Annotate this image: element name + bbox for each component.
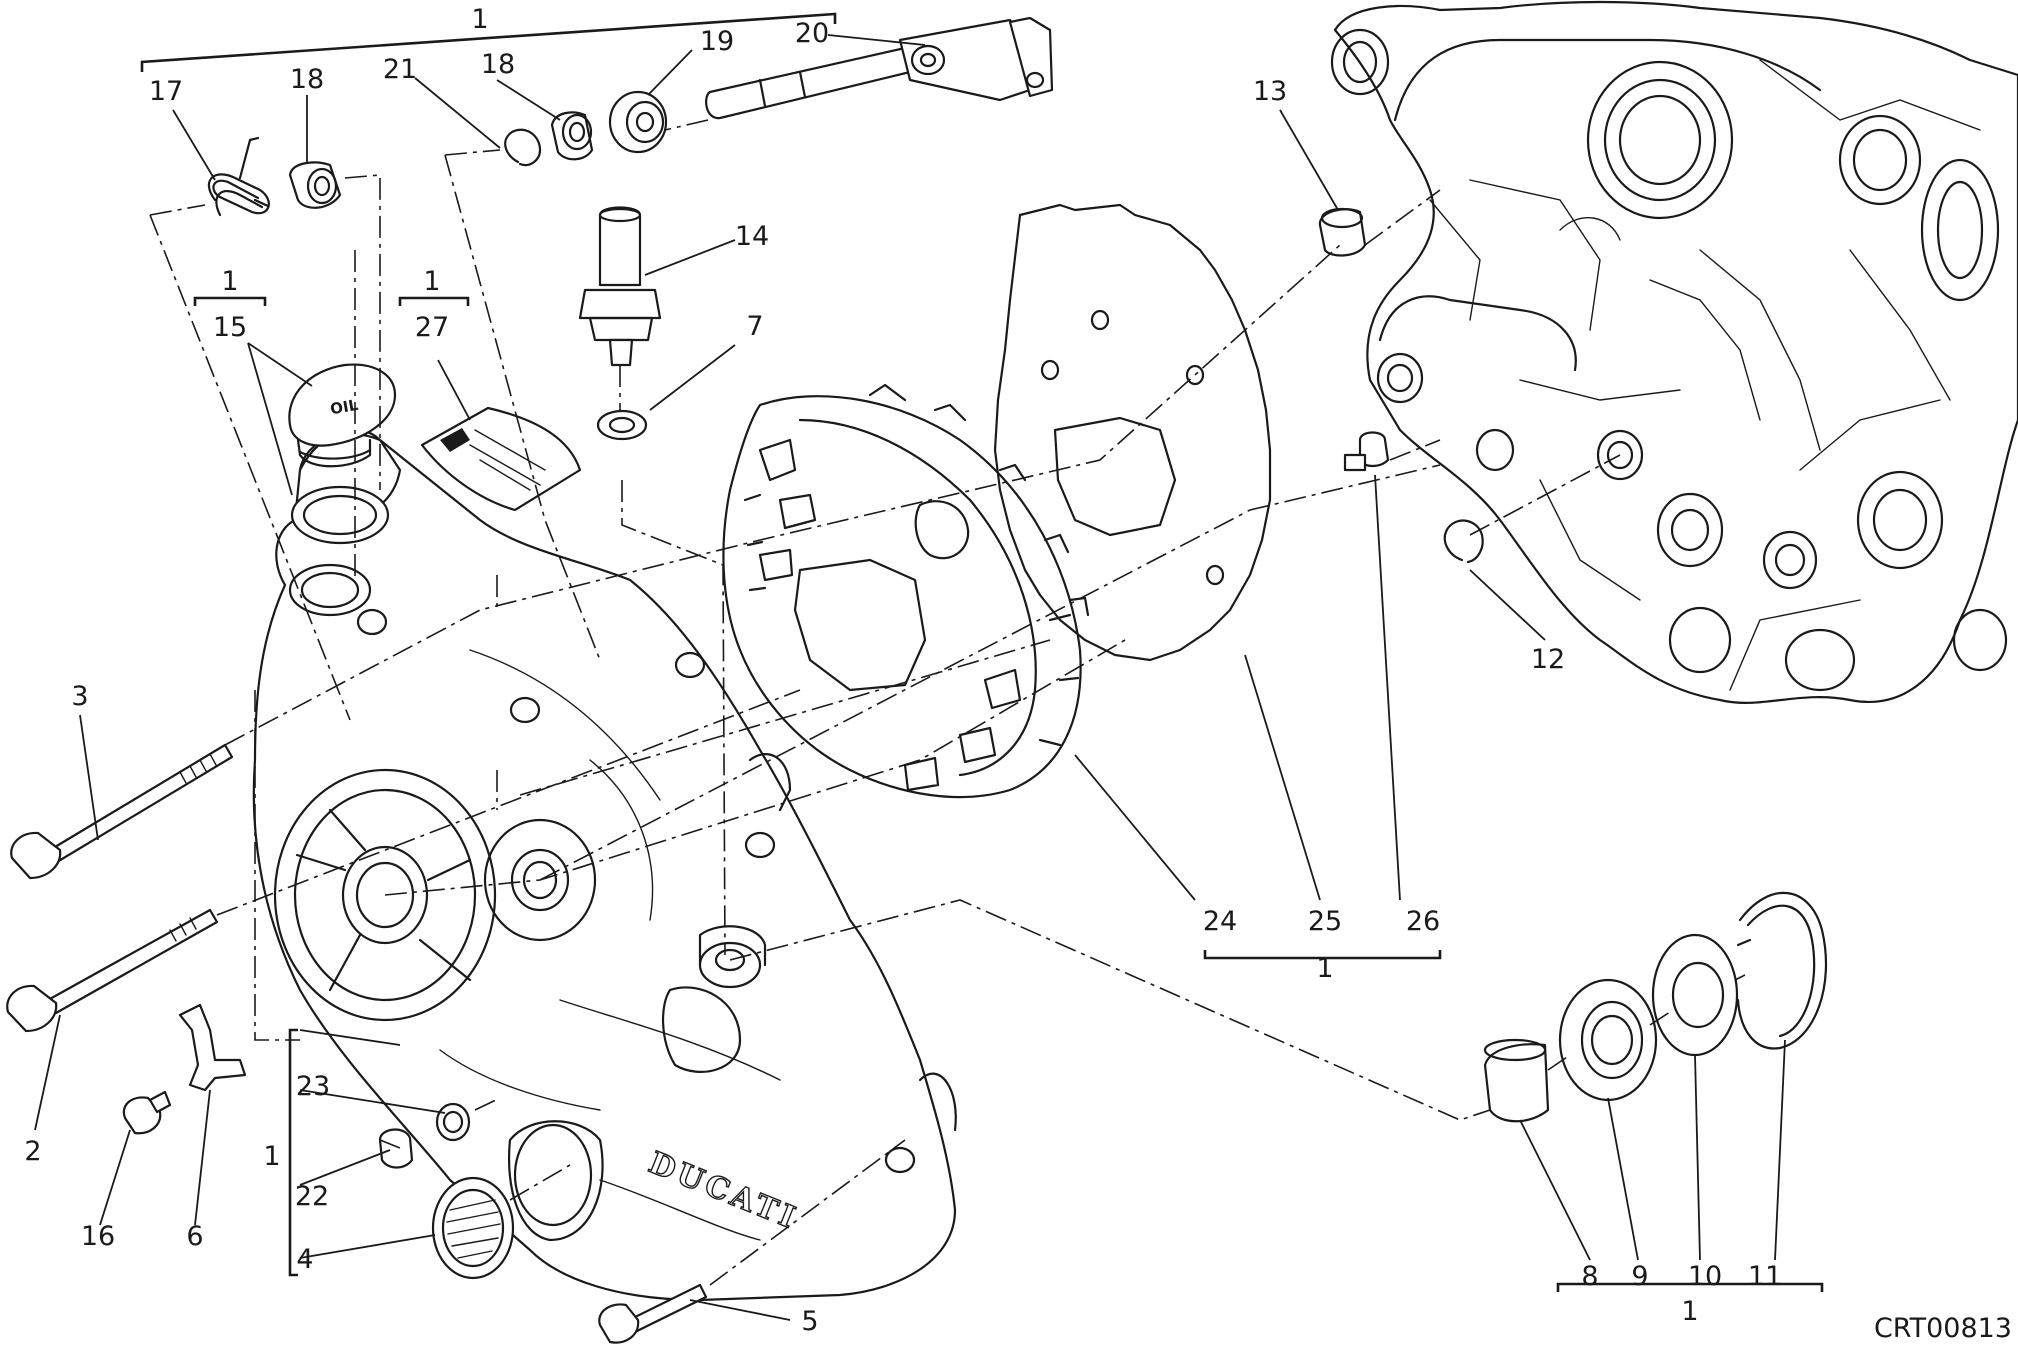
- callout-labels: 1 1 1 1 1 1 2 3 4 5 6 7 8 9 10 11 12 13 …: [24, 4, 1782, 1337]
- callout-6: 6: [186, 1221, 203, 1252]
- leader-lines: [34, 34, 1786, 1321]
- circlip-top: [504, 128, 542, 167]
- callout-8: 8: [1581, 1261, 1598, 1292]
- bolt-3: [10, 743, 234, 880]
- callout-16: 16: [81, 1221, 115, 1252]
- callout-5: 5: [801, 1306, 818, 1337]
- oil-pressure-sensor: [578, 206, 662, 367]
- assembly-lines: [149, 119, 1746, 1286]
- clutch-spring-plate: [993, 203, 1272, 662]
- callout-25: 25: [1308, 906, 1342, 937]
- callout-21: 21: [383, 54, 417, 85]
- oil-filler-cap: [288, 363, 397, 468]
- callout-10: 10: [1688, 1261, 1722, 1292]
- callout-9: 9: [1631, 1261, 1648, 1292]
- callout-7: 7: [746, 311, 763, 342]
- callout-1-label: 1: [423, 266, 440, 297]
- callout-3: 3: [71, 681, 88, 712]
- callout-2: 2: [24, 1136, 41, 1167]
- callout-1-clutch: 1: [1316, 953, 1333, 984]
- callout-11: 11: [1748, 1261, 1782, 1292]
- return-spring: [207, 136, 270, 217]
- callout-27: 27: [415, 312, 449, 343]
- seal-9: [1558, 978, 1658, 1102]
- callout-1-top: 1: [471, 4, 488, 35]
- diagram-code: CRT00813: [1874, 1313, 2012, 1344]
- bush-8: [1483, 1038, 1550, 1123]
- callout-18-left: 18: [290, 64, 324, 95]
- callout-22: 22: [295, 1181, 329, 1212]
- callout-17: 17: [149, 76, 183, 107]
- sight-glass: [431, 1176, 515, 1280]
- callout-26: 26: [1406, 906, 1440, 937]
- callout-1-oilcap: 1: [221, 266, 238, 297]
- callout-1-shaft: 1: [1681, 1296, 1698, 1327]
- callout-1-side: 1: [263, 1141, 280, 1172]
- bolt-2: [6, 908, 219, 1033]
- oil-label-plate: [420, 406, 582, 512]
- sealing-washer: [596, 409, 648, 441]
- callout-19: 19: [700, 26, 734, 57]
- oil-seal-top: [608, 90, 668, 154]
- bolt-5: [598, 1283, 708, 1344]
- callout-4: 4: [296, 1244, 313, 1275]
- dowel-pin: [1318, 207, 1367, 257]
- circlip-12: [1443, 519, 1484, 564]
- clutch-pressure-plate: [722, 383, 1090, 799]
- brand-text: DUCATI: [644, 1145, 804, 1237]
- crankcase-half: [1330, 0, 2018, 704]
- screw-26: [1343, 431, 1390, 472]
- bush-left: [288, 161, 342, 209]
- oil-cap-text: OIL: [329, 396, 360, 419]
- gear-shift-shaft: [705, 16, 1054, 120]
- oring-23: [435, 1102, 471, 1142]
- callout-12: 12: [1531, 644, 1565, 675]
- group-brackets: [140, 12, 1824, 1292]
- callout-20: 20: [795, 18, 829, 49]
- callout-14: 14: [735, 221, 769, 252]
- cable-guide: [178, 1003, 247, 1092]
- callout-23: 23: [296, 1071, 330, 1102]
- clutch-cover: [252, 428, 957, 1302]
- circlip-11: [1736, 891, 1828, 1050]
- screw-16: [122, 1090, 172, 1135]
- callout-24: 24: [1203, 906, 1237, 937]
- oil-cap-oring: [290, 485, 390, 545]
- plug-22: [378, 1128, 414, 1169]
- callout-15: 15: [213, 312, 247, 343]
- callout-18-top: 18: [481, 49, 515, 80]
- needle-bush-top: [550, 111, 594, 161]
- callout-13: 13: [1253, 76, 1287, 107]
- washer-10: [1651, 933, 1739, 1057]
